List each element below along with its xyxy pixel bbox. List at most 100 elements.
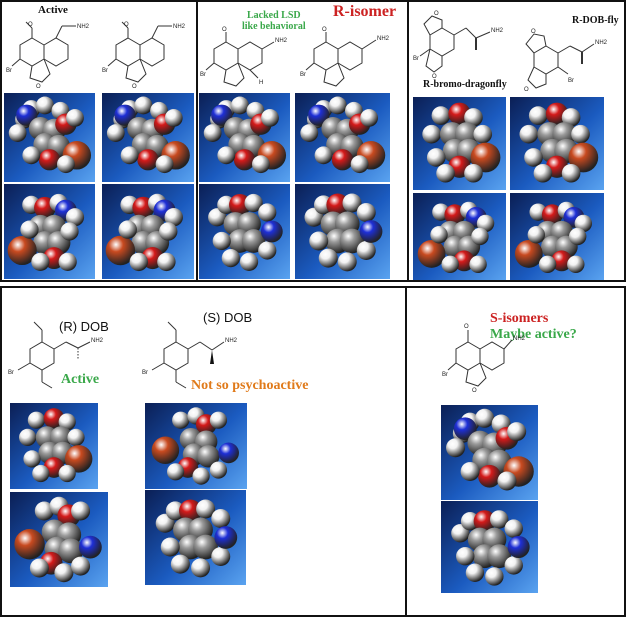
atom-sphere-h bbox=[337, 252, 357, 272]
atom-sphere-h bbox=[217, 146, 236, 165]
space-fill-render bbox=[10, 403, 98, 489]
atom-sphere-h bbox=[490, 510, 509, 529]
atom-sphere-h bbox=[58, 413, 76, 431]
structure-fused-ring-1: O NH2 Br O bbox=[6, 21, 90, 90]
space-fill-render bbox=[145, 490, 246, 585]
atom-sphere-h bbox=[342, 193, 362, 213]
space-fill-render bbox=[199, 93, 290, 182]
space-fill-render bbox=[145, 403, 247, 489]
atom-sphere-c bbox=[58, 538, 84, 564]
atom-sphere-h bbox=[160, 537, 180, 557]
atom-sphere-h bbox=[426, 148, 446, 167]
nh2-label: NH2 bbox=[225, 338, 238, 344]
space-fill-render bbox=[199, 184, 290, 279]
atom-sphere-h bbox=[314, 146, 333, 165]
atom-sphere-h bbox=[258, 241, 277, 260]
atom-sphere-h bbox=[32, 464, 50, 483]
space-fill-render bbox=[441, 405, 538, 500]
atom-sphere-h bbox=[67, 428, 85, 446]
atom-sphere-h bbox=[519, 124, 539, 144]
space-fill-render bbox=[413, 193, 506, 280]
atom-sphere-h bbox=[211, 509, 231, 528]
oxygen-label: O bbox=[222, 27, 227, 33]
atom-sphere-h bbox=[58, 464, 76, 483]
atom-sphere-h bbox=[23, 450, 41, 468]
atom-sphere-h bbox=[497, 471, 517, 491]
space-fill-render bbox=[102, 93, 194, 182]
atom-sphere-o bbox=[444, 204, 466, 226]
atom-sphere-h bbox=[258, 203, 277, 222]
atom-sphere-h bbox=[571, 124, 590, 144]
bromine-label: Br bbox=[300, 72, 306, 78]
atom-sphere-h bbox=[209, 411, 228, 429]
hydrogen-label: H bbox=[259, 80, 263, 86]
oxygen-label: O bbox=[132, 84, 137, 90]
atom-sphere-h bbox=[430, 226, 448, 244]
atom-sphere-h bbox=[196, 499, 216, 519]
space-fill-render bbox=[10, 492, 108, 587]
label-r-dob: (R) DOB bbox=[59, 319, 109, 334]
atom-sphere-h bbox=[422, 124, 441, 144]
atom-sphere-h bbox=[106, 124, 125, 142]
atom-sphere-br bbox=[151, 436, 180, 465]
atom-sphere-n bbox=[218, 442, 239, 464]
atom-sphere-h bbox=[473, 124, 493, 144]
structure-lacked-lsd: O NH2 Br H bbox=[200, 27, 288, 87]
space-fill-render bbox=[102, 184, 194, 279]
atom-sphere-h bbox=[485, 567, 504, 586]
atom-sphere-h bbox=[191, 558, 211, 578]
atom-sphere-h bbox=[155, 155, 174, 174]
nh2-label: NH2 bbox=[491, 28, 504, 34]
atom-sphere-h bbox=[211, 547, 231, 566]
atom-sphere-n bbox=[308, 104, 330, 126]
atom-sphere-o bbox=[541, 204, 563, 226]
atom-sphere-h bbox=[167, 463, 185, 481]
atom-sphere-br bbox=[7, 235, 37, 266]
structure-r-dob: NH2 Br bbox=[8, 321, 104, 389]
atom-sphere-h bbox=[300, 124, 319, 142]
atom-sphere-o bbox=[453, 250, 475, 272]
atom-sphere-h bbox=[464, 163, 483, 183]
structure-s-dob: NH2 Br bbox=[142, 321, 238, 389]
atom-sphere-h bbox=[469, 255, 487, 274]
atom-sphere-h bbox=[209, 461, 228, 479]
atom-sphere-h bbox=[8, 124, 27, 142]
space-fill-render bbox=[295, 184, 390, 279]
atom-sphere-o bbox=[331, 149, 354, 171]
atom-sphere-h bbox=[54, 563, 74, 583]
nh2-label: NH2 bbox=[91, 338, 104, 344]
atom-sphere-h bbox=[71, 556, 91, 576]
bromine-label: Br bbox=[200, 72, 206, 78]
atom-sphere-h bbox=[129, 252, 148, 272]
bromine-label: Br bbox=[6, 68, 12, 74]
atom-sphere-h bbox=[561, 163, 581, 183]
atom-sphere-n bbox=[359, 220, 383, 243]
atom-sphere-h bbox=[574, 214, 593, 233]
label-lacked-lsd: Lacked LSD like behavioral bbox=[242, 10, 306, 32]
bromine-label: Br bbox=[8, 370, 14, 376]
nh2-label: NH2 bbox=[77, 24, 90, 30]
atom-sphere-h bbox=[464, 108, 483, 127]
oxygen-label: O bbox=[322, 27, 327, 33]
atom-sphere-n bbox=[78, 535, 102, 559]
space-fill-render bbox=[4, 93, 95, 182]
oxygen-label: O bbox=[28, 22, 33, 28]
oxygen-label: O bbox=[36, 84, 41, 90]
atom-sphere-h bbox=[318, 248, 338, 268]
atom-sphere-h bbox=[231, 96, 249, 115]
atom-sphere-h bbox=[165, 501, 185, 521]
atom-sphere-h bbox=[538, 255, 557, 274]
structure-r-isomer: O NH2 Br bbox=[300, 27, 390, 87]
atom-sphere-h bbox=[36, 96, 54, 115]
nh2-label: NH2 bbox=[173, 24, 186, 30]
nh2-label: NH2 bbox=[513, 336, 526, 342]
atom-sphere-h bbox=[212, 231, 231, 251]
space-fill-render bbox=[4, 184, 95, 279]
atom-sphere-h bbox=[134, 96, 153, 115]
atom-sphere-h bbox=[431, 106, 451, 125]
atom-sphere-h bbox=[350, 155, 369, 174]
oxygen-label: O bbox=[124, 22, 129, 28]
atom-sphere-h bbox=[120, 146, 139, 165]
nh2-label: NH2 bbox=[595, 40, 608, 46]
atom-sphere-h bbox=[356, 203, 376, 222]
